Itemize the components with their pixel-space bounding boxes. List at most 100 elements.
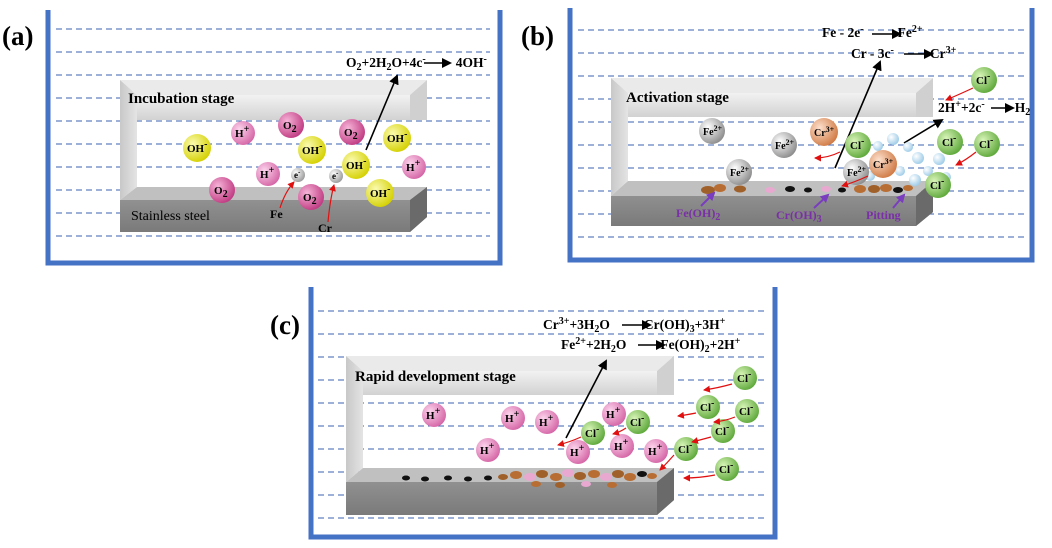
ion-h: H+ [610,434,634,458]
ion-fe: Fe2+ [726,159,752,185]
svg-text:H+: H+ [426,406,441,422]
ion-h: H+ [602,402,626,426]
svg-text:H+: H+ [606,405,621,421]
svg-text:H+: H+ [235,124,250,140]
svg-text:Cl-: Cl- [739,402,753,418]
ion-oh: OH- [342,151,370,179]
panel-b-equation-cr: Cr - 3c-Cr3+ [851,45,957,61]
panel-a-fe-electron-arrow [279,181,295,209]
panel-a-reaction-arrow [365,74,399,151]
ion-cl: Cl- [971,67,997,93]
svg-text:OH-: OH- [370,184,390,200]
ion-o2: O2 [209,177,235,203]
svg-text:Cl-: Cl- [630,413,644,429]
ion-cl: Cl- [845,132,871,158]
svg-text:O2: O2 [344,127,358,142]
svg-text:H+: H+ [648,442,663,458]
svg-text:OH-: OH- [187,139,207,155]
panel-c-ions: H+ H+ H+ H+ Cl- Cl- H+ H+ H+ H+ Cl- Cl- … [422,366,759,481]
panel-b-red-arrows [814,87,977,188]
svg-text:OH-: OH- [346,156,366,172]
ion-cl: Cl- [715,457,739,481]
ion-fe: Fe2+ [699,118,725,144]
ion-cl: Cl- [674,437,698,461]
panel-a-steel-specimen [120,80,427,232]
svg-text:Cr3+: Cr3+ [873,157,894,171]
panel-b-steel-specimen [611,78,933,226]
ion-fe: Fe2+ [771,132,797,158]
ion-o2: O2 [298,184,324,210]
svg-text:OH-: OH- [302,141,322,157]
ion-cl: Cl- [974,131,1000,157]
svg-text:O2: O2 [283,120,297,135]
ion-cl: Cl- [937,129,963,155]
ion-h: H+ [566,440,590,464]
svg-text:Fe2+: Fe2+ [847,165,867,179]
panel-b-pitting-label: Pitting [866,208,901,222]
ion-h: H+ [231,121,255,145]
panel-a-equation: O2+2H2O+4c-4OH- [346,54,487,73]
svg-text:Cl-: Cl- [942,133,956,149]
panel-c-reaction-arrow [565,359,607,439]
ion-h: H+ [476,438,500,462]
svg-text:H+: H+ [570,443,585,459]
panel-c-red-arrows [557,383,736,482]
svg-text:Cl-: Cl- [979,135,993,151]
svg-text:Cl-: Cl- [850,136,864,152]
panel-b-equation-h2: 2H++2c-H2 [938,99,1030,118]
svg-text:Cl-: Cl- [585,424,599,440]
electron: e- [291,168,305,182]
ion-oh: OH- [383,124,411,152]
panel-a-stage-title: Incubation stage [128,91,235,107]
panel-a-label: (a) [2,21,33,51]
panel-c-stage-title: Rapid development stage [355,369,516,385]
ion-oh: OH- [298,136,326,164]
ion-oh: OH- [366,179,394,207]
panel-b-feoh2-label: Fe(OH)2 [676,206,720,223]
electron: e- [329,169,343,183]
panel-c-corrosion-products [402,469,657,488]
svg-text:H+: H+ [260,165,275,181]
panel-b-croh3-label: Cr(OH)3 [776,208,822,225]
panel-c-label: (c) [270,310,300,340]
ion-h: H+ [644,439,668,463]
svg-text:H+: H+ [480,441,495,457]
ion-h: H+ [256,162,280,186]
ion-cr: Cr3+ [810,118,838,146]
svg-text:H+: H+ [406,158,421,174]
panel-b-annotation-arrows [700,191,906,209]
panel-b-stage-title: Activation stage [626,90,729,106]
svg-text:Cl-: Cl- [678,440,692,456]
panel-a-material-label: Stainless steel [131,209,210,224]
panel-a-cr-electron-arrow [327,184,336,223]
ion-cl: Cl- [581,421,605,445]
svg-text:H+: H+ [539,413,554,429]
svg-text:Cl-: Cl- [737,369,751,385]
panel-a: (a) Incubation stage Stainless steel O2+… [2,10,503,266]
svg-text:Fe2+: Fe2+ [730,165,750,179]
panel-b-label: (b) [521,21,554,51]
ion-cl: Cl- [711,419,735,443]
ion-o2: O2 [278,112,304,138]
panel-a-cr-label: Cr [318,221,333,235]
ion-h: H+ [422,403,446,427]
ion-o2: O2 [339,119,365,145]
ion-cl: Cl- [735,399,759,423]
ion-cr: Cr3+ [869,150,897,178]
panel-b-container [567,8,1035,263]
svg-text:H+: H+ [614,437,629,453]
ion-cl: Cl- [696,395,720,419]
ion-oh: OH- [183,134,211,162]
panel-b-ions: Fe2+ Fe2+ Cr3+ Cl- Cr3+ Fe2+ Fe2+ Cl- Cl… [699,67,1000,198]
svg-text:Cr3+: Cr3+ [814,125,835,139]
svg-text:OH-: OH- [387,129,407,145]
panel-b-equation-fe: Fe - 2e-Fe2+ [822,24,923,40]
panel-a-container [45,10,503,266]
svg-text:e-: e- [294,168,301,180]
ion-cl: Cl- [733,366,757,390]
ion-h: H+ [501,406,525,430]
